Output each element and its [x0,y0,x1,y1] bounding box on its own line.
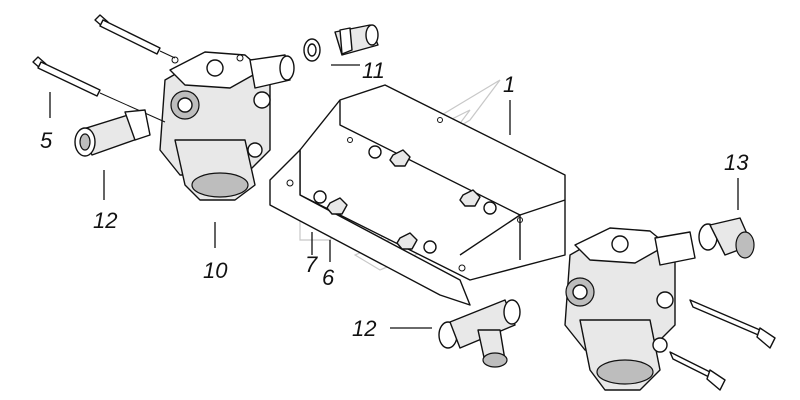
callout-12-left: 12 [93,208,117,233]
callout-7: 7 [305,252,318,277]
right-valve-assembly [564,227,696,391]
right-bolts [669,299,776,391]
callout-6: 6 [322,265,335,290]
callout-13: 13 [724,150,749,175]
callout-labels: 1 5 6 7 10 11 12 12 13 [40,58,749,341]
left-bolts [32,14,176,123]
callout-5: 5 [40,128,53,153]
bracket-part [269,84,566,306]
callout-1: 1 [503,72,515,97]
left-valve-assembly [159,51,295,201]
left-fitting [74,109,151,157]
fitting-11 [303,24,379,62]
nuts-washers [313,145,497,254]
callout-11: 11 [362,58,385,83]
callout-12-bottom: 12 [352,316,376,341]
bottom-fitting-tee [438,299,521,368]
fitting-13 [698,217,755,259]
callout-10: 10 [203,258,228,283]
leader-lines [49,64,739,329]
